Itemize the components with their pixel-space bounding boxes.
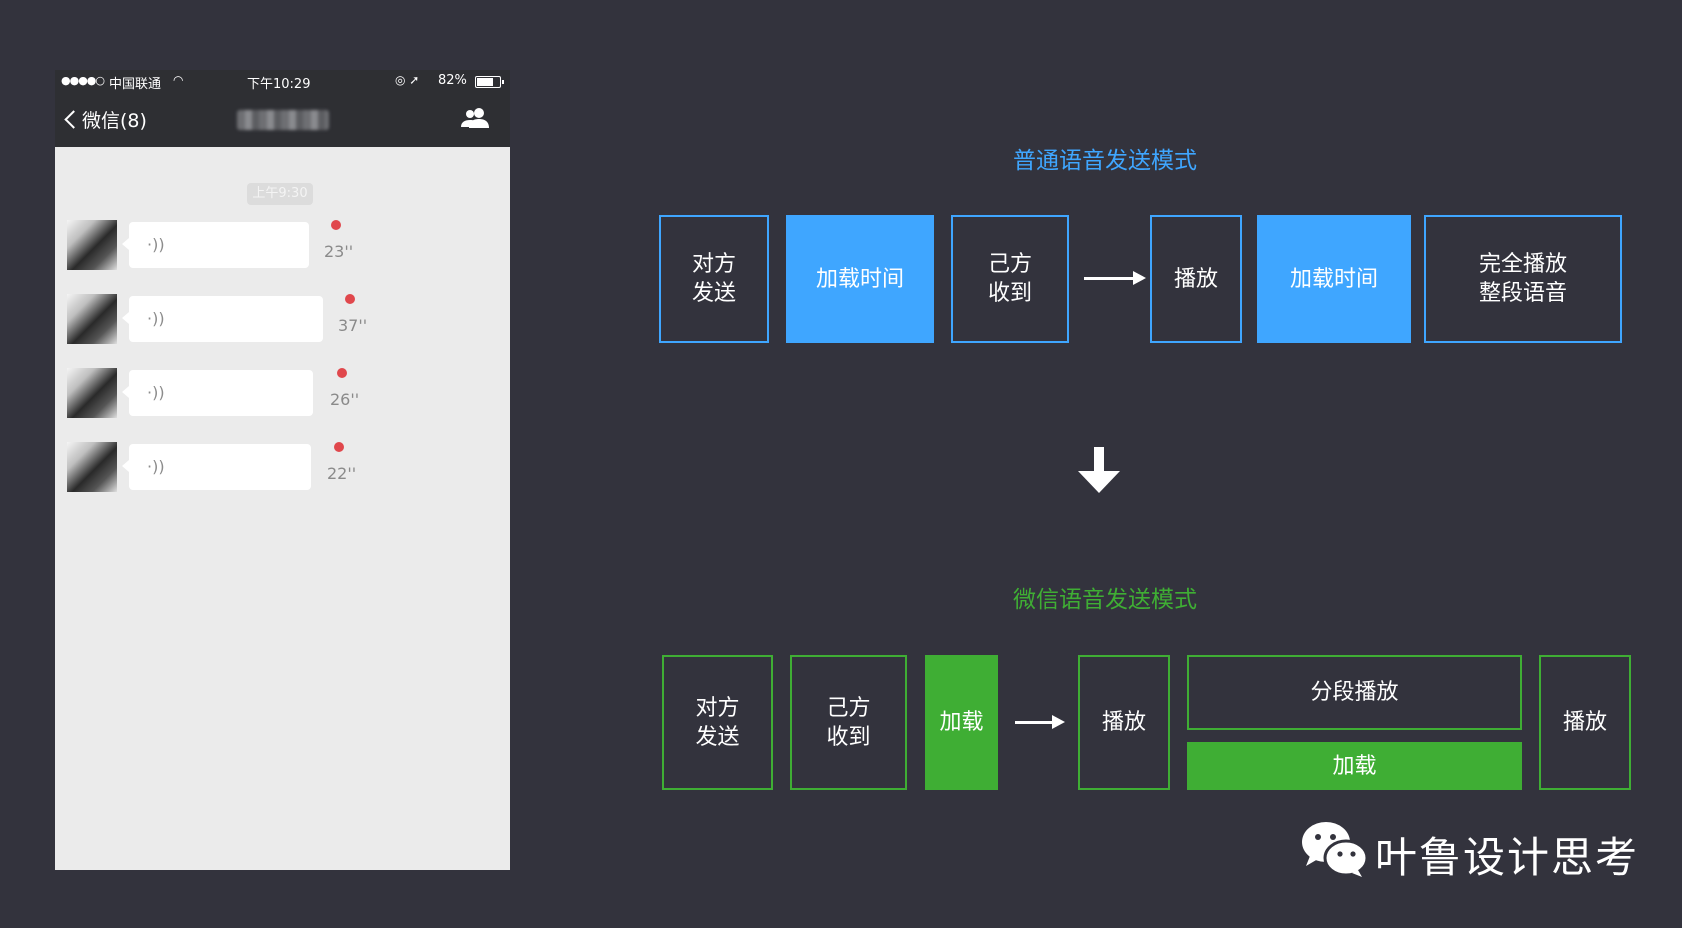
phone-screenshot: ●●●●○ 中国联通 ◠ 下午10:29 ◎ ➚ 82% 微信(8) 上午9:3… bbox=[55, 70, 510, 870]
voice-duration: 22'' bbox=[327, 464, 357, 483]
chat-nav-bar: 微信(8) bbox=[55, 92, 510, 147]
back-label: 微信(8) bbox=[82, 110, 147, 132]
normal-step-play: 播放 bbox=[1150, 215, 1242, 343]
voice-message: ·)) 22'' bbox=[67, 442, 487, 498]
unread-dot bbox=[331, 220, 341, 230]
wechat-step-play-2: 播放 bbox=[1539, 655, 1631, 790]
status-time: 下午10:29 bbox=[247, 77, 311, 92]
voice-bubble[interactable]: ·)) bbox=[122, 370, 313, 416]
normal-step-full-playback: 完全播放 整段语音 bbox=[1424, 215, 1622, 343]
wechat-step-loading-2: 加载 bbox=[1187, 742, 1522, 790]
avatar[interactable] bbox=[67, 220, 117, 270]
voice-message: ·)) 23'' bbox=[67, 220, 487, 276]
voice-duration: 26'' bbox=[330, 390, 360, 409]
back-button[interactable]: 微信(8) bbox=[64, 106, 147, 133]
wechat-step-segmented-playback: 分段播放 bbox=[1187, 655, 1522, 730]
avatar[interactable] bbox=[67, 442, 117, 492]
wechat-mode-title: 微信语音发送模式 bbox=[1013, 587, 1197, 613]
message-timestamp: 上午9:30 bbox=[247, 183, 313, 205]
wechat-step-play: 播放 bbox=[1078, 655, 1170, 790]
arrow-down-icon bbox=[1078, 447, 1120, 497]
arrow-right-icon bbox=[1084, 271, 1146, 285]
unread-dot bbox=[337, 368, 347, 378]
normal-step-loading: 加载时间 bbox=[786, 215, 934, 343]
voice-bubble[interactable]: ·)) bbox=[122, 444, 311, 490]
voice-wave-icon: ·)) bbox=[147, 235, 165, 254]
status-bar: ●●●●○ 中国联通 ◠ 下午10:29 ◎ ➚ 82% bbox=[55, 70, 510, 92]
arrow-right-icon bbox=[1015, 715, 1065, 729]
voice-wave-icon: ·)) bbox=[147, 383, 165, 402]
voice-bubble[interactable]: ·)) bbox=[122, 296, 323, 342]
wechat-step-received: 己方 收到 bbox=[790, 655, 907, 790]
battery-icon bbox=[475, 76, 504, 88]
normal-mode-title: 普通语音发送模式 bbox=[1013, 148, 1197, 174]
voice-message: ·)) 26'' bbox=[67, 368, 487, 424]
signal-strength: ●●●●○ bbox=[61, 74, 105, 87]
voice-message: ·)) 37'' bbox=[67, 294, 487, 350]
voice-wave-icon: ·)) bbox=[147, 457, 165, 476]
voice-wave-icon: ·)) bbox=[147, 309, 165, 328]
avatar[interactable] bbox=[67, 368, 117, 418]
battery-percent: 82% bbox=[438, 73, 467, 88]
avatar[interactable] bbox=[67, 294, 117, 344]
wechat-logo-icon bbox=[1302, 822, 1368, 877]
wechat-step-sender-sends: 对方 发送 bbox=[662, 655, 773, 790]
normal-step-received: 己方 收到 bbox=[951, 215, 1069, 343]
voice-duration: 23'' bbox=[324, 242, 354, 261]
unread-dot bbox=[334, 442, 344, 452]
chat-title-pixelated bbox=[237, 110, 329, 130]
normal-step-loading-2: 加载时间 bbox=[1257, 215, 1411, 343]
location-icon: ◎ ➚ bbox=[395, 73, 420, 87]
normal-step-sender-sends: 对方 发送 bbox=[659, 215, 769, 343]
chevron-left-icon bbox=[64, 110, 83, 129]
unread-dot bbox=[345, 294, 355, 304]
brand-name: 叶鲁设计思考 bbox=[1375, 833, 1640, 882]
wifi-icon: ◠ bbox=[173, 73, 184, 87]
carrier-label: 中国联通 bbox=[109, 77, 162, 92]
wechat-step-loading: 加载 bbox=[925, 655, 998, 790]
voice-duration: 37'' bbox=[338, 316, 368, 335]
voice-bubble[interactable]: ·)) bbox=[122, 222, 309, 268]
group-members-icon[interactable] bbox=[460, 106, 490, 130]
